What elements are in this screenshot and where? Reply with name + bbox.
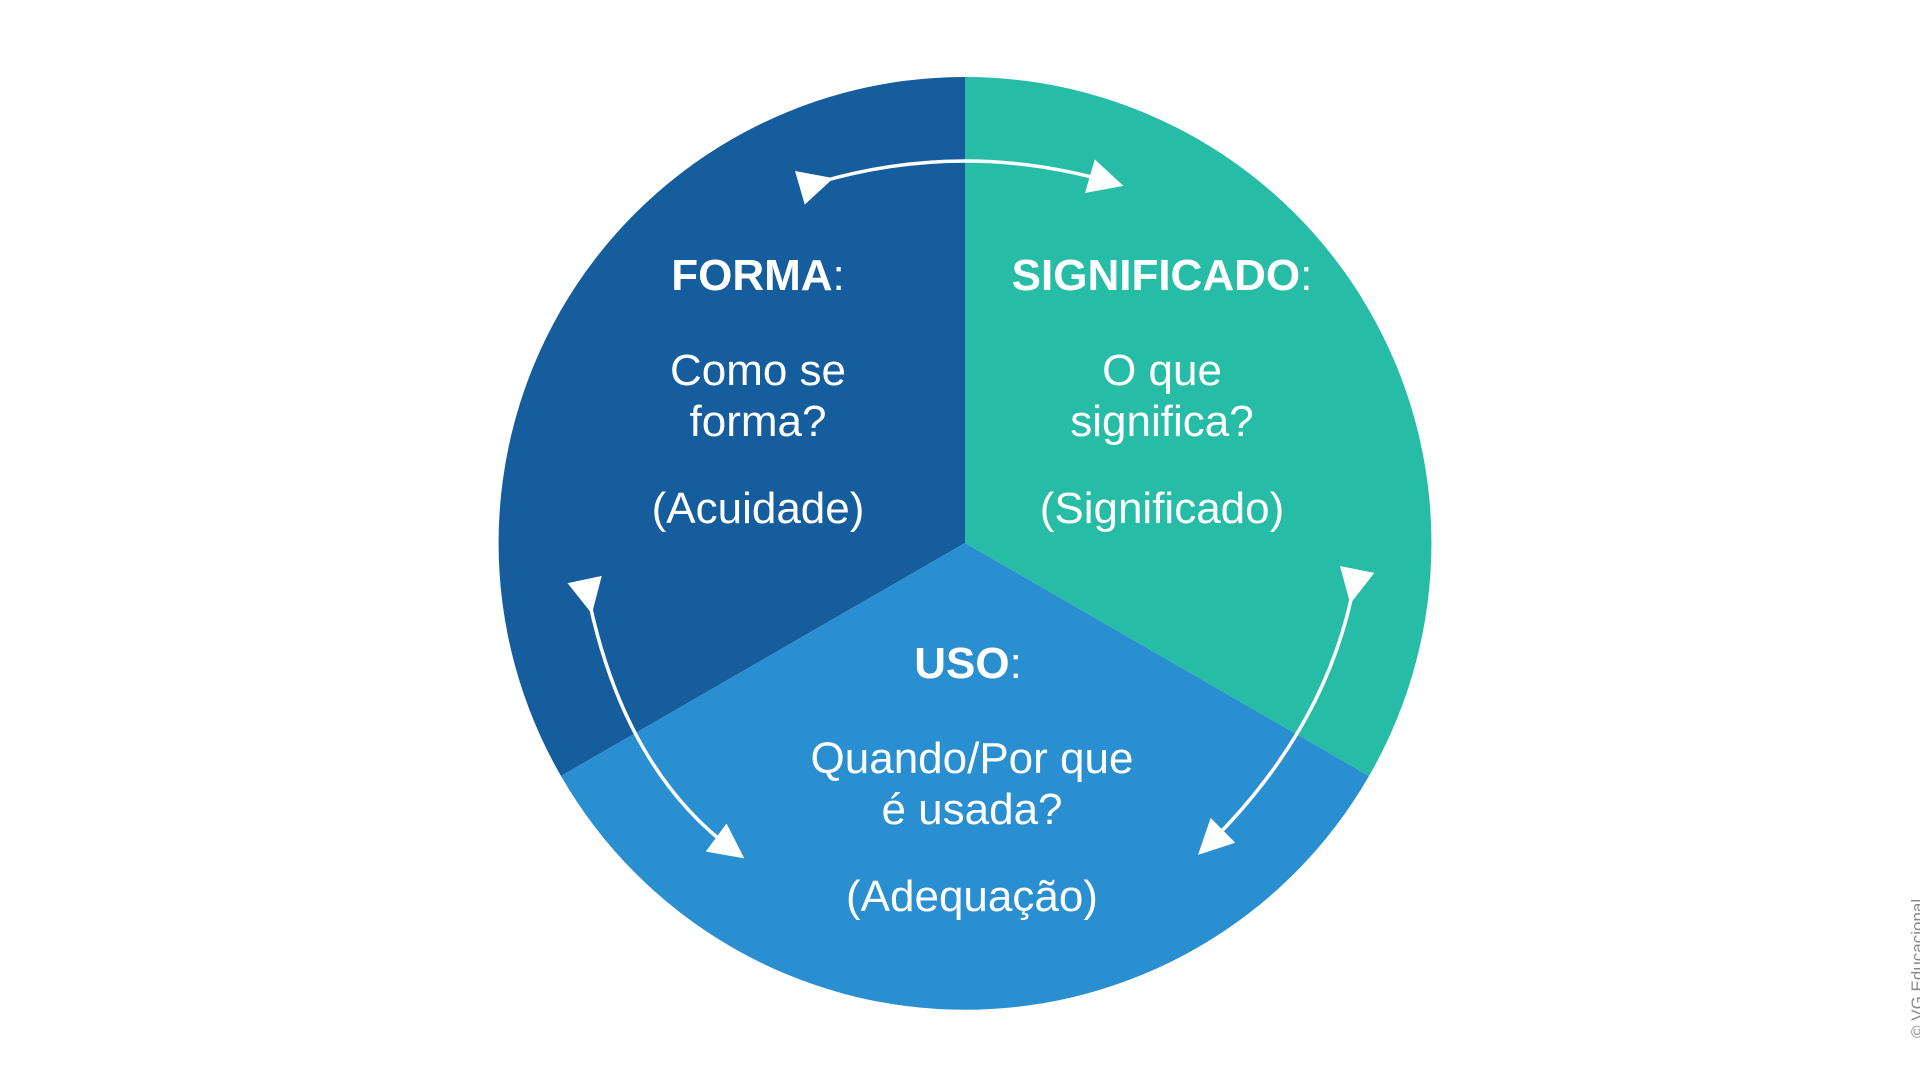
forma-colon: : [833, 251, 845, 300]
uso-heading: USO [914, 639, 1009, 688]
significado-question-line-1: O que [1102, 346, 1222, 395]
forma-subtitle: (Acuidade) [652, 484, 865, 533]
forma-question-line-2: forma? [690, 397, 827, 446]
double-arrow-left [567, 575, 745, 859]
uso-colon: : [1010, 639, 1022, 688]
significado-question-line-2: significa? [1070, 397, 1253, 446]
double-arrow-top [794, 159, 1124, 205]
forma-question-line-1: Como se [670, 346, 846, 395]
forma-heading: FORMA [671, 251, 832, 300]
double-arrow-right [1198, 565, 1375, 855]
significado-heading: SIGNIFICADO [1012, 251, 1300, 300]
uso-question-line-1: Quando/Por que [811, 734, 1134, 783]
significado-colon: : [1300, 251, 1312, 300]
segment-uso [561, 543, 1369, 1010]
uso-heading-line: USO: [914, 639, 1022, 688]
uso-question-line-2: é usada? [881, 785, 1062, 834]
significado-subtitle: (Significado) [1040, 484, 1285, 533]
uso-subtitle: (Adequação) [846, 872, 1098, 921]
forma-heading-line: FORMA: [671, 251, 845, 300]
copyright-credit: © VG Educacional [1908, 898, 1920, 1038]
significado-heading-line: SIGNIFICADO: [1012, 251, 1313, 300]
